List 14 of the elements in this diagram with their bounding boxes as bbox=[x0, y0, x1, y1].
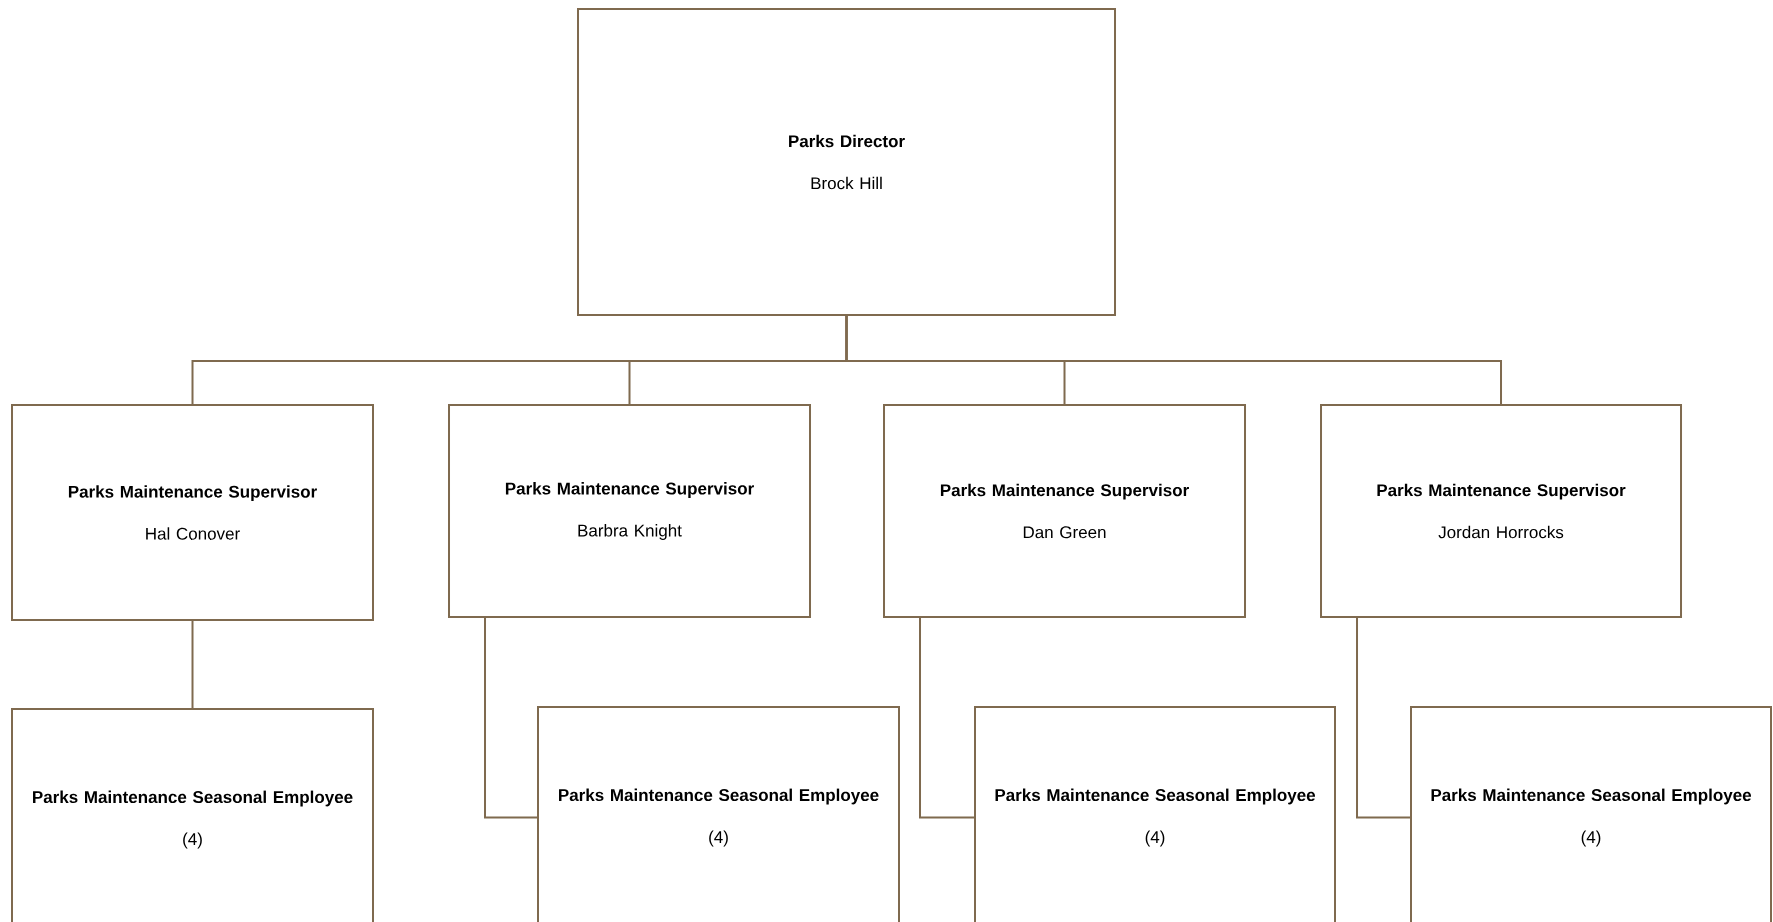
org-box: Parks Maintenance Supervisor Hal Conover bbox=[11, 404, 374, 621]
connector-line bbox=[1356, 616, 1411, 819]
org-box: Parks Maintenance Seasonal Employee (4) bbox=[1410, 706, 1772, 922]
connector-line bbox=[191, 620, 194, 709]
connector-line bbox=[484, 616, 538, 819]
connector-line bbox=[919, 616, 975, 819]
org-box: Parks Director Brock Hill bbox=[577, 8, 1116, 316]
org-box: Parks Maintenance Supervisor Jordan Horrocks bbox=[1320, 404, 1682, 618]
org-box: Parks Maintenance Seasonal Employee (4) bbox=[11, 708, 374, 922]
org-box: Parks Maintenance Supervisor Barbra Knight bbox=[448, 404, 811, 618]
org-box: Parks Maintenance Seasonal Employee (4) bbox=[537, 706, 900, 922]
connector-line bbox=[845, 315, 1502, 405]
org-box: Parks Maintenance Supervisor Dan Green bbox=[883, 404, 1246, 618]
org-box: Parks Maintenance Seasonal Employee (4) bbox=[974, 706, 1336, 922]
